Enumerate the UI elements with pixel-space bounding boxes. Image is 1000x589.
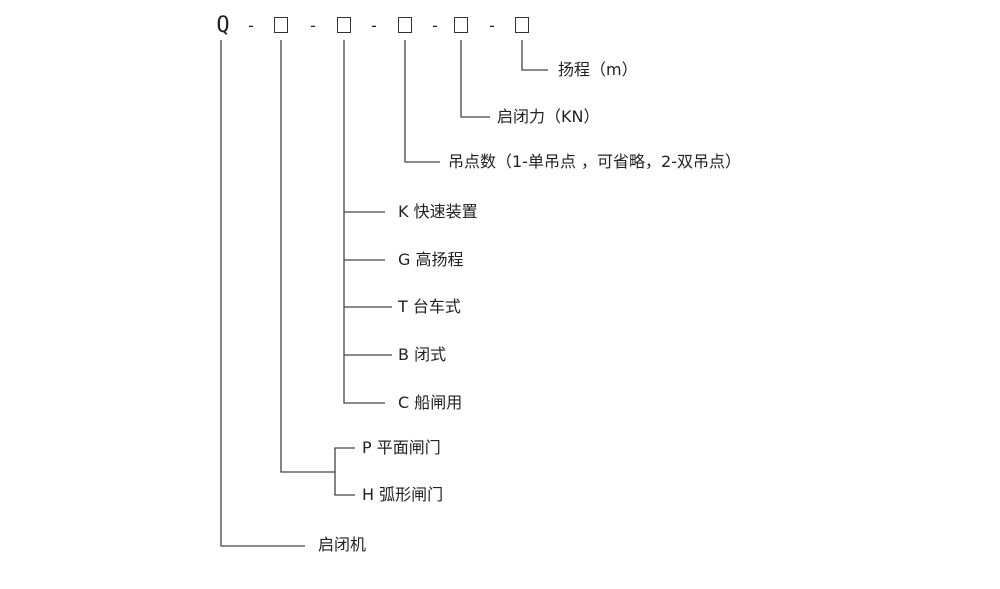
code-separator: - xyxy=(430,16,440,35)
line-points xyxy=(404,40,440,163)
line-machine xyxy=(220,40,305,547)
label-lift: 扬程（m） xyxy=(558,60,638,79)
code-slot-gate-type xyxy=(274,17,288,33)
code-separator: - xyxy=(246,16,256,35)
line-feature xyxy=(343,40,385,404)
label-machine: 启闭机 xyxy=(318,535,367,554)
bracket-gate-type xyxy=(334,447,355,496)
line-force xyxy=(460,40,490,118)
code-separator: - xyxy=(369,16,379,35)
label-points: 吊点数（1-单吊点 ，可省略，2-双吊点） xyxy=(448,152,741,171)
label-t: T 台车式 xyxy=(398,297,461,316)
code-separator: - xyxy=(308,16,318,35)
label-force: 启闭力（KN） xyxy=(497,107,600,126)
code-slot-feature xyxy=(337,17,351,33)
label-h: H 弧形闸门 xyxy=(362,485,444,504)
line-gate-type xyxy=(280,40,335,473)
label-k: K 快速装置 xyxy=(398,202,478,221)
label-c: C 船闸用 xyxy=(398,393,463,412)
code-slot-lift xyxy=(515,17,529,33)
label-g: G 高扬程 xyxy=(398,250,464,269)
code-separator: - xyxy=(487,16,497,35)
label-p: P 平面闸门 xyxy=(362,438,441,457)
label-b: B 闭式 xyxy=(398,345,447,364)
line-lift xyxy=(521,40,548,71)
code-prefix: Q xyxy=(216,13,230,38)
code-slot-points xyxy=(398,17,412,33)
code-slot-force xyxy=(454,17,468,33)
